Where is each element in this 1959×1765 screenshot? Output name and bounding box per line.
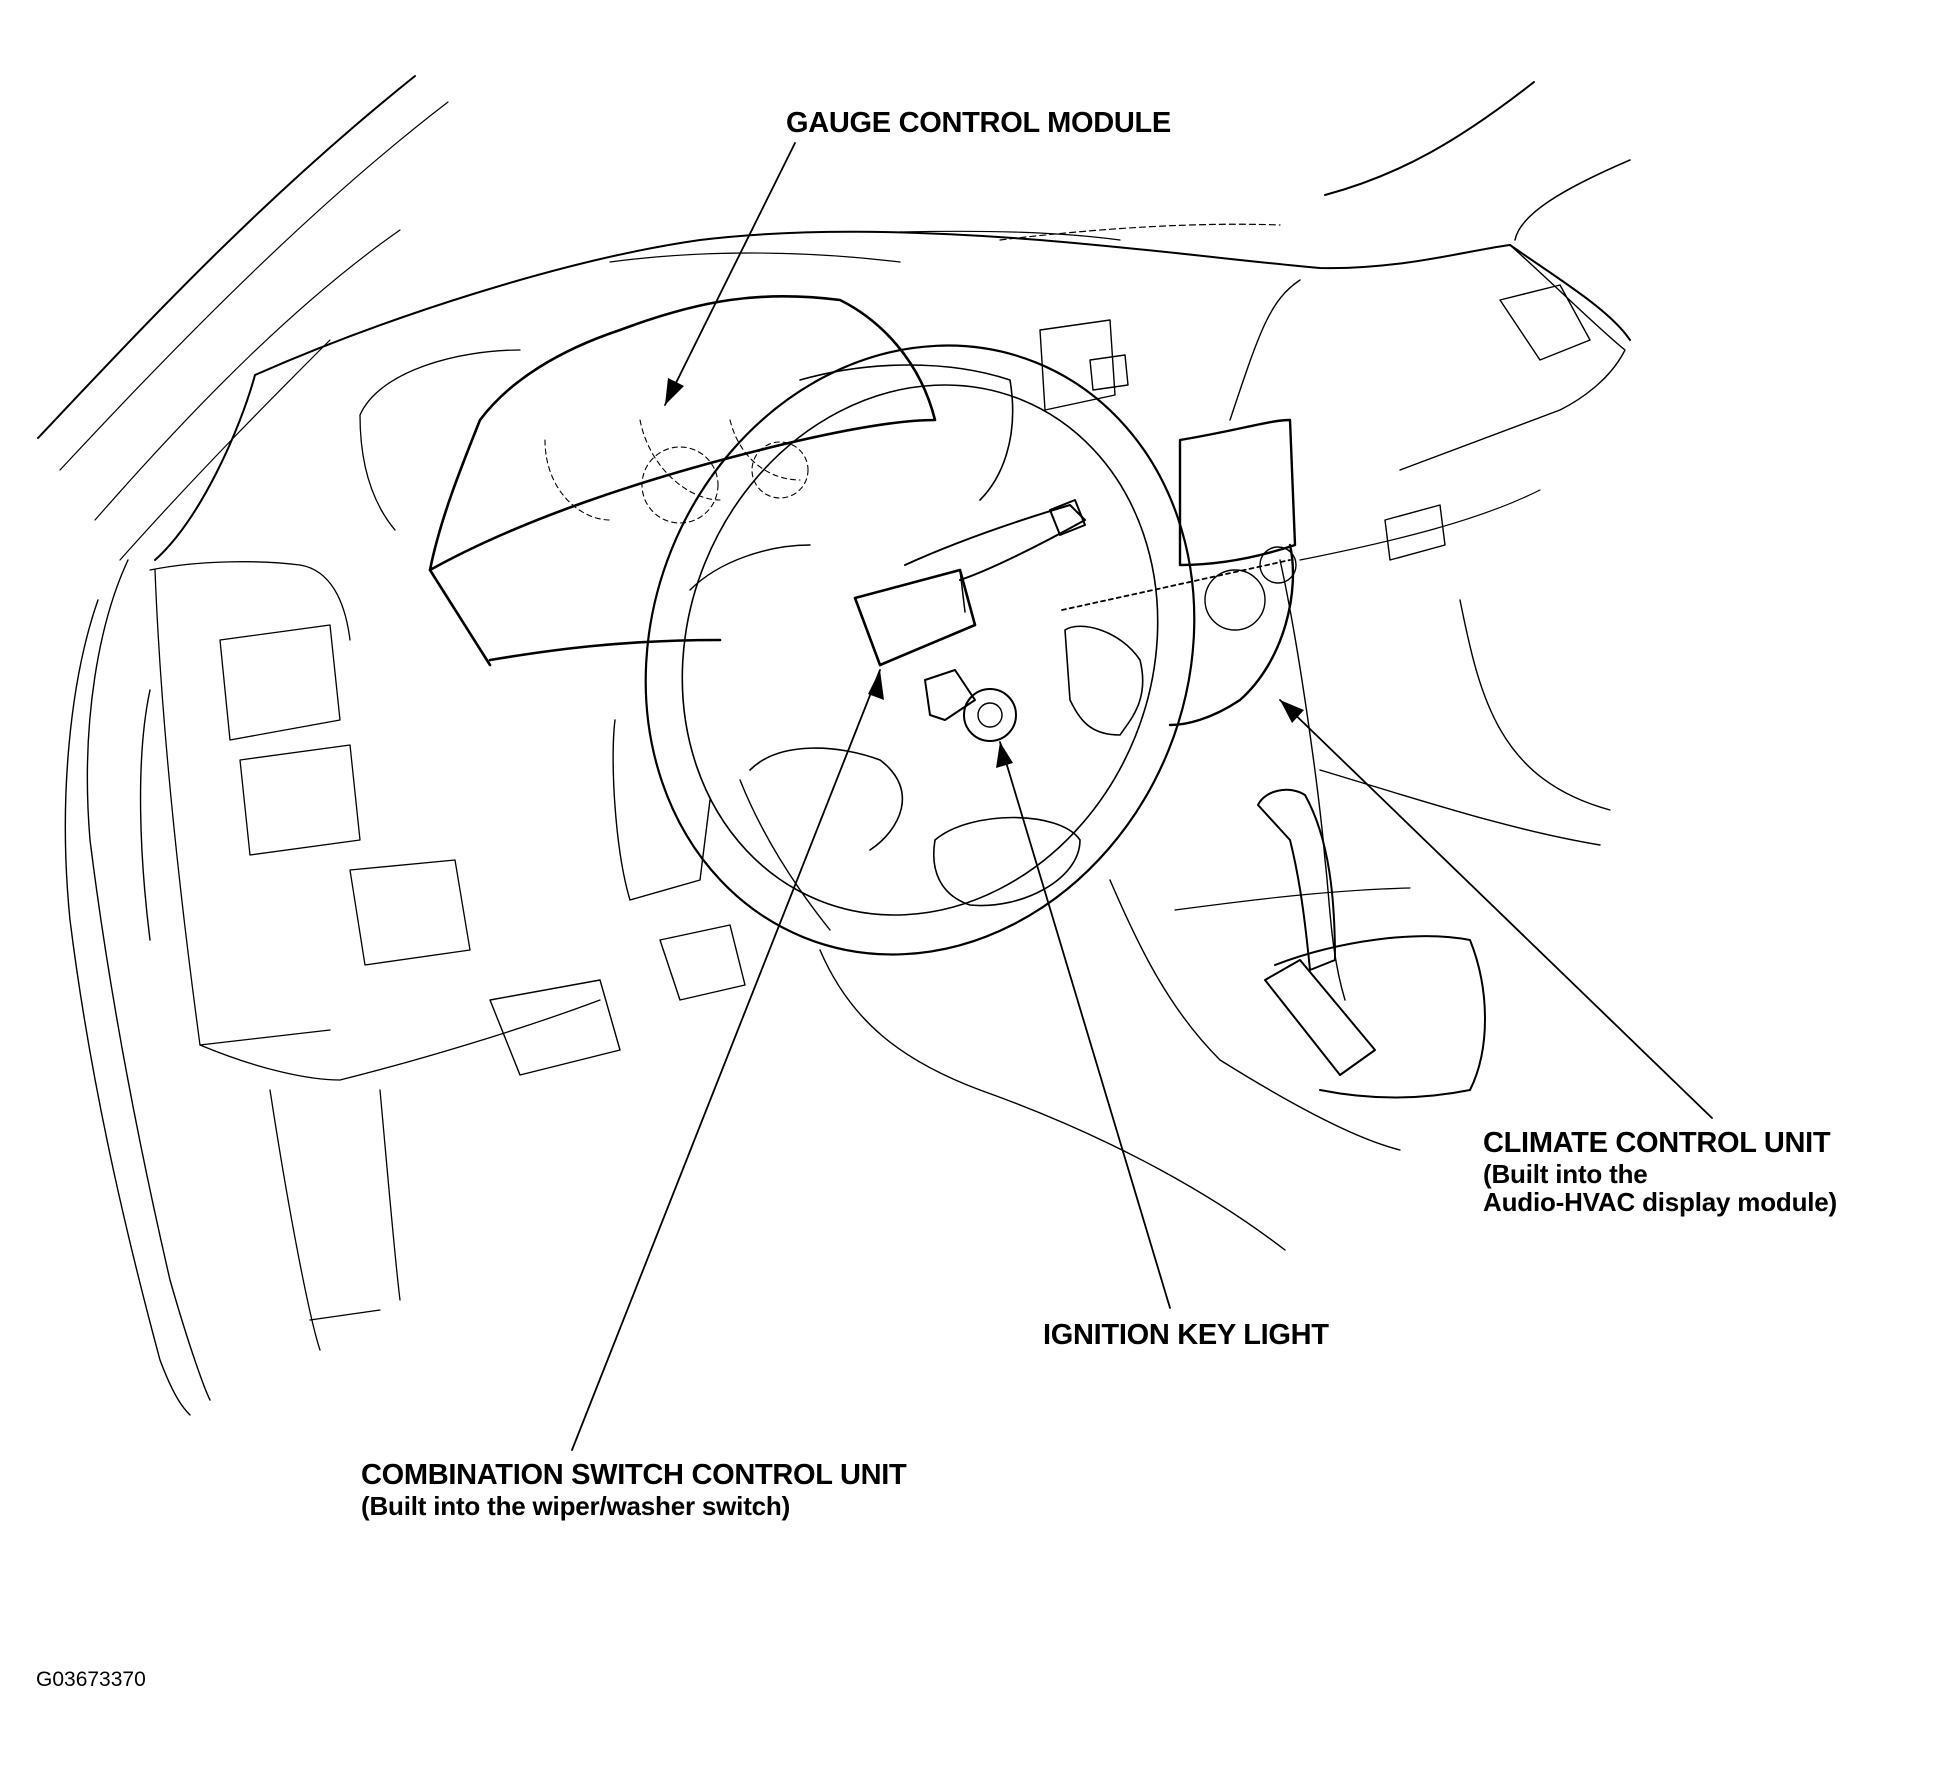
driver-footwell [489,719,1401,1251]
gear-shifter [1174,788,1486,1099]
arrowhead-combination [868,670,884,700]
gauge-control-module-title: GAUGE CONTROL MODULE [786,107,1171,139]
leader-gauge [664,142,796,406]
instrument-cluster [359,294,937,667]
ignition-switch [924,669,1017,742]
climate-control-unit-note-1: (Built into the [1483,1158,1648,1189]
steering-wheel [644,344,1196,956]
leader-ignition [999,741,1171,1309]
arrowhead-gauge [665,378,684,405]
left-dash-panel [149,561,601,1351]
leader-lines [571,142,1713,1451]
center-console [1039,279,1346,1001]
climate-control-unit-label: CLIMATE CONTROL UNIT (Built into the Aud… [1483,1127,1837,1218]
combination-switch-control-unit-label: COMBINATION SWITCH CONTROL UNIT (Built i… [361,1459,907,1521]
climate-control-unit-title: CLIMATE CONTROL UNIT [1483,1127,1831,1159]
passenger-dash [1299,244,1626,846]
leader-climate [1279,699,1713,1119]
leader-arrowheads [665,378,1304,768]
windshield-pillar [37,75,1631,561]
arrowhead-ignition [996,742,1013,768]
combination-switch-control-unit-note: (Built into the wiper/washer switch) [361,1490,791,1521]
combination-switch-control-unit-title: COMBINATION SWITCH CONTROL UNIT [361,1459,907,1491]
ignition-key-light-title: IGNITION KEY LIGHT [1043,1319,1329,1351]
arrowhead-climate [1280,700,1304,723]
dashboard-top [154,223,1631,561]
gauge-control-module-label: GAUGE CONTROL MODULE [786,107,1171,140]
ignition-key-light-label: IGNITION KEY LIGHT [1043,1319,1329,1352]
leader-combination [571,669,881,1451]
figure-id: G03673370 [36,1668,146,1691]
left-door-edge [64,559,211,1416]
climate-control-unit-note-2: Audio-HVAC display module) [1483,1187,1837,1218]
combination-switch-unit [853,499,1086,667]
